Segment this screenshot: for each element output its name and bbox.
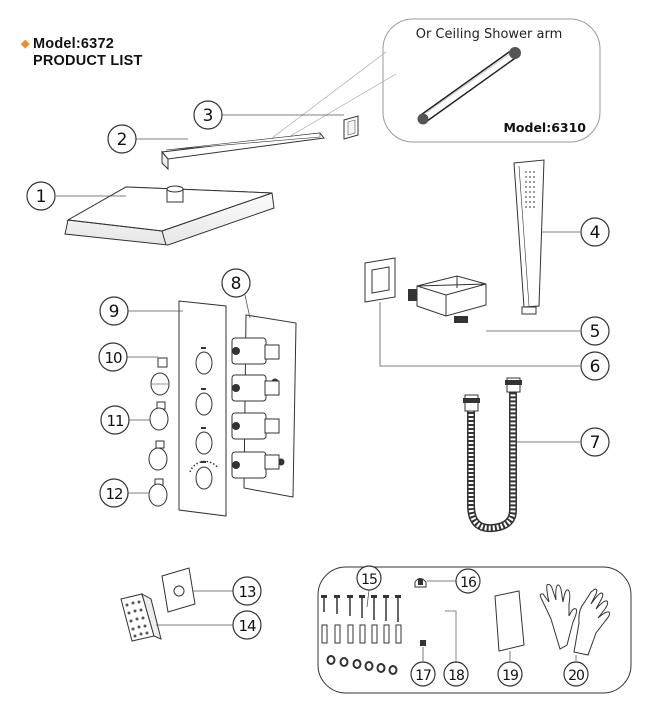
svg-text:7: 7 [590, 433, 601, 453]
header: ◆ Model:6372 PRODUCT LIST [21, 36, 143, 70]
svg-text:20: 20 [568, 668, 584, 684]
part-label-7: 7 [580, 427, 610, 457]
svg-text:12: 12 [105, 485, 123, 503]
part-label-14: 14 [232, 610, 262, 640]
control-knobs [148, 357, 170, 507]
svg-text:18: 18 [448, 668, 464, 684]
manual-icon [494, 590, 525, 652]
svg-text:13: 13 [238, 583, 256, 601]
wall-shower-arm [161, 132, 325, 171]
product-list-title: PRODUCT LIST [33, 53, 143, 69]
accessories-box [317, 566, 632, 694]
diverter-cap-icon [414, 578, 427, 588]
svg-text:17: 17 [415, 668, 431, 684]
callout-title: Or Ceiling Shower arm [416, 27, 563, 42]
svg-text:5: 5 [590, 322, 601, 342]
svg-text:15: 15 [361, 572, 377, 588]
part-label-17: 17 [410, 661, 436, 687]
part-label-20: 20 [563, 661, 589, 687]
part-label-11: 11 [100, 405, 130, 435]
ceiling-arm-callout: Or Ceiling Shower arm Model:6310 [271, 18, 601, 143]
svg-text:4: 4 [590, 223, 601, 243]
part-label-15: 15 [356, 565, 382, 591]
rain-shower-head [64, 185, 275, 246]
part-label-13: 13 [232, 576, 262, 606]
part-label-3: 3 [193, 100, 223, 130]
ceiling-arm-icon [417, 47, 521, 125]
svg-text:3: 3 [203, 106, 214, 126]
diamond-bullet-icon: ◆ [21, 38, 30, 50]
part-labels: 1 2 3 4 5 6 7 8 9 10 11 12 13 14 15 16 1… [26, 100, 610, 687]
part-label-5: 5 [580, 316, 610, 346]
square-wall-flange [364, 257, 396, 303]
svg-text:8: 8 [231, 274, 242, 294]
part-label-4: 4 [580, 217, 610, 247]
hand-shower-holder [408, 275, 487, 323]
part-label-6: 6 [580, 351, 610, 381]
gloves-icon [539, 583, 611, 656]
concealed-valve-body [231, 314, 297, 498]
shower-hose [463, 377, 522, 533]
callout-model: Model:6310 [503, 120, 586, 135]
svg-text:1: 1 [36, 187, 47, 207]
svg-text:14: 14 [238, 617, 256, 635]
small-plug-icon [420, 640, 426, 646]
valve-faceplate [178, 300, 227, 517]
svg-text:11: 11 [106, 412, 124, 430]
hand-shower [513, 159, 545, 315]
svg-text:10: 10 [104, 349, 122, 367]
part-label-8: 8 [221, 268, 251, 298]
model-title: Model:6372 [33, 36, 114, 52]
svg-text:2: 2 [117, 130, 128, 150]
wall-flange [343, 115, 359, 140]
svg-text:16: 16 [460, 575, 477, 591]
allen-key-icon [445, 610, 457, 668]
part-label-1: 1 [26, 181, 56, 211]
part-label-18: 18 [443, 661, 469, 687]
part-label-9: 9 [99, 296, 129, 326]
part-label-2: 2 [107, 124, 137, 154]
body-jet-head [120, 592, 162, 642]
part-label-12: 12 [99, 478, 129, 508]
svg-text:19: 19 [502, 668, 518, 684]
body-jet-flange [161, 567, 196, 613]
part-label-16: 16 [455, 568, 481, 594]
svg-text:6: 6 [590, 357, 601, 377]
svg-text:9: 9 [109, 302, 120, 322]
part-label-10: 10 [98, 342, 128, 372]
part-label-19: 19 [497, 661, 523, 687]
